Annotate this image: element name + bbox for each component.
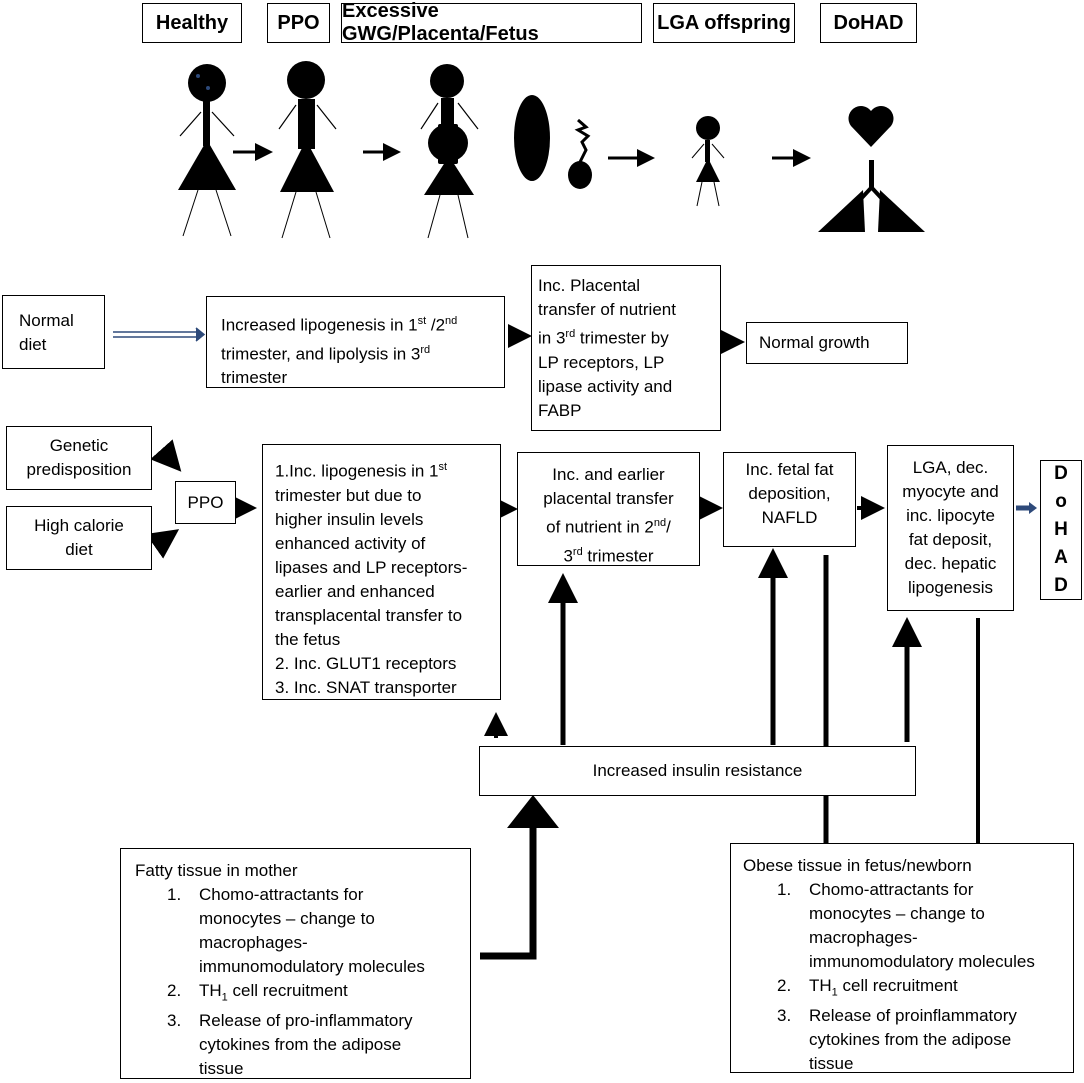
earlier-line: placental transfer (543, 489, 674, 508)
dohad-letter: o (1055, 491, 1067, 512)
lga-line: inc. lipocyte (906, 506, 995, 525)
mech-line: 2. Inc. GLUT1 receptors (275, 653, 457, 673)
dohad-letter: D (1054, 463, 1068, 484)
mech-line: lipases and LP receptors- (275, 557, 468, 577)
mechanisms-box: 1.Inc. lipogenesis in 1st trimester but … (262, 444, 501, 700)
placental-line: LP receptors, LP (538, 352, 665, 372)
earlier-line: of nutrient in 2nd/ (546, 517, 671, 537)
normal-diet-box: Normal diet (2, 295, 105, 369)
earlier-line: 3rd trimester (563, 545, 654, 566)
lga-line: LGA, dec. (912, 458, 989, 477)
lipogenesis-box: Increased lipogenesis in 1st /2nd trimes… (206, 296, 505, 388)
fetus-icon (568, 118, 592, 189)
mech-line: the fetus (275, 629, 341, 649)
list-item: 2. TH1 cell recruitment (167, 981, 348, 1004)
lga-line: myocyte and (902, 482, 999, 501)
lipogenesis-line: trimester, and lipolysis in 3rd (221, 343, 431, 364)
genetic-line: Genetic (49, 436, 109, 455)
mech-line: 3. Inc. SNAT transporter (275, 677, 457, 697)
double-arrow-icon (113, 327, 206, 342)
arrow-icon (145, 529, 180, 559)
mech-line: 1.Inc. lipogenesis in 1st (275, 461, 448, 481)
double-arrow-icon (1016, 502, 1037, 514)
dohad-vertical-box: D o H A D (1040, 460, 1082, 600)
dohad-letter: A (1054, 547, 1068, 568)
heart-icon (848, 106, 894, 147)
placental-line: in 3rd trimester by (538, 328, 669, 348)
header-healthy: Healthy (142, 3, 242, 43)
normal-diet-line: diet (19, 335, 47, 354)
ppo-box: PPO (175, 481, 236, 524)
earlier-line: Inc. and earlier (552, 465, 665, 484)
fetus-tissue-box: Obese tissue in fetus/newborn 1. Chomo-a… (730, 843, 1074, 1073)
lga-figure-icon (691, 116, 725, 207)
bent-arrow-icon (480, 795, 559, 960)
placental-line: transfer of nutrient (538, 300, 676, 319)
lga-line: lipogenesis (907, 578, 994, 597)
high-calorie-box: High calorie diet (6, 506, 152, 570)
placenta-icon (514, 95, 550, 181)
header-gwg: Excessive GWG/Placenta/Fetus (341, 0, 642, 45)
fetal-fat-line: Inc. fetal fat (745, 460, 834, 479)
mother-tissue-box: Fatty tissue in mother 1. Chomo-attracta… (120, 848, 471, 1079)
dohad-letter: H (1054, 519, 1068, 540)
fetal-fat-line: NAFLD (761, 508, 818, 527)
header-dohad: DoHAD (820, 3, 917, 43)
fetus-title: Obese tissue in fetus/newborn (743, 856, 972, 875)
arrow-icon (150, 439, 182, 472)
mech-line: transplacental transfer to (275, 605, 463, 625)
genetic-box: Genetic predisposition (6, 426, 152, 490)
placental-line: Inc. Placental (538, 276, 641, 295)
header-lga: LGA offspring (653, 3, 795, 43)
normal-growth-box: Normal growth (746, 322, 908, 364)
lga-line: fat deposit, (908, 530, 993, 549)
insulin-resistance-box: Increased insulin resistance (479, 746, 916, 796)
healthy-figure-icon (178, 64, 236, 237)
list-item: 2. TH1 cell recruitment (777, 976, 958, 999)
normal-diet-line: Normal (19, 311, 74, 330)
lga-box: LGA, dec. myocyte and inc. lipocyte fat … (887, 445, 1014, 611)
fetal-fat-box: Inc. fetal fat deposition, NAFLD (723, 452, 856, 547)
lipogenesis-line: Increased lipogenesis in 1st /2nd (221, 315, 458, 335)
dohad-letter: D (1054, 575, 1068, 596)
header-ppo: PPO (267, 3, 330, 43)
earlier-transfer-box: Inc. and earlier placental transfer of n… (517, 452, 700, 566)
mother-title: Fatty tissue in mother (135, 861, 298, 880)
mech-line: trimester but due to (275, 485, 422, 505)
calorie-line: High calorie (34, 516, 124, 535)
placental-line: lipase activity and (538, 376, 673, 396)
lungs-icon (818, 160, 925, 232)
placental-transfer-box: Inc. Placental transfer of nutrient in 3… (531, 265, 721, 431)
mech-line: enhanced activity of (275, 533, 426, 553)
calorie-line: diet (65, 540, 93, 559)
mech-line: earlier and enhanced (275, 581, 435, 601)
gwg-figure-icon (420, 64, 479, 239)
lipogenesis-line: trimester (221, 368, 288, 388)
genetic-line: predisposition (26, 460, 132, 479)
lga-line: dec. hepatic (904, 554, 997, 573)
mech-line: higher insulin levels (275, 509, 424, 529)
placental-line: FABP (538, 400, 582, 420)
ppo-figure-icon (278, 61, 337, 239)
fetal-fat-line: deposition, (748, 484, 831, 503)
